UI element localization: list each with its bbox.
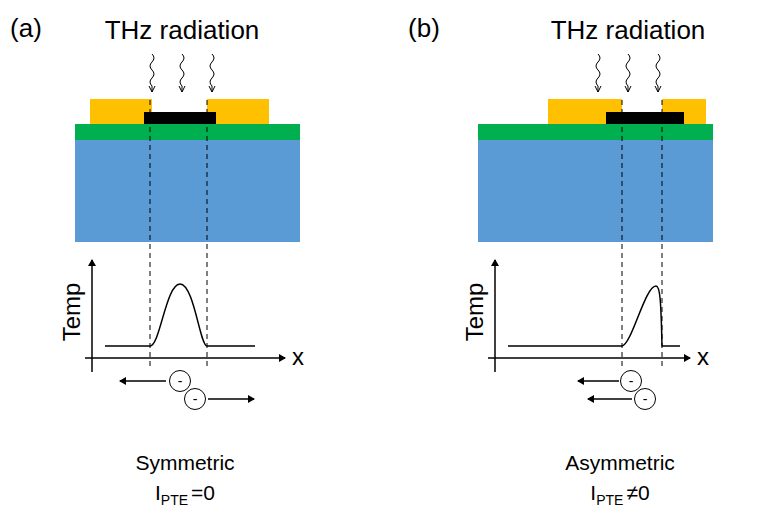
guide-lines	[150, 100, 662, 368]
electron-charge: -	[193, 392, 198, 406]
subscript: PTE	[161, 493, 188, 507]
axis-label: x	[292, 345, 304, 369]
electron-charge: -	[643, 392, 648, 406]
formula-text: ≠0	[626, 482, 649, 503]
radiation-label: THz radiation	[105, 17, 260, 43]
temperature-curve	[105, 284, 680, 346]
radiation-arrows	[150, 54, 660, 92]
subscript: PTE	[596, 493, 623, 507]
radiation-label: THz radiation	[551, 17, 706, 43]
panel-letter: (a)	[10, 15, 42, 41]
electron-circle: -	[169, 370, 191, 392]
formula-text: =0	[191, 482, 215, 503]
panel-letter: (b)	[408, 15, 440, 41]
axis-label: Temp	[463, 283, 487, 342]
electron-charge: -	[178, 374, 183, 388]
case-label: Asymmetric	[565, 452, 675, 473]
electron-charge: -	[629, 374, 634, 388]
formula-text: I	[590, 482, 596, 503]
axis-label: x	[697, 345, 709, 369]
formula-text: I	[155, 482, 161, 503]
electron-circle: -	[634, 388, 656, 410]
case-label: Symmetric	[135, 452, 234, 473]
axes	[85, 260, 690, 372]
device-b	[478, 99, 713, 242]
device-a	[75, 99, 300, 242]
current-formula: IPTE≠0	[590, 482, 649, 503]
axis-label: Temp	[60, 283, 84, 342]
electron-circle: -	[184, 388, 206, 410]
current-formula: IPTE=0	[155, 482, 215, 503]
